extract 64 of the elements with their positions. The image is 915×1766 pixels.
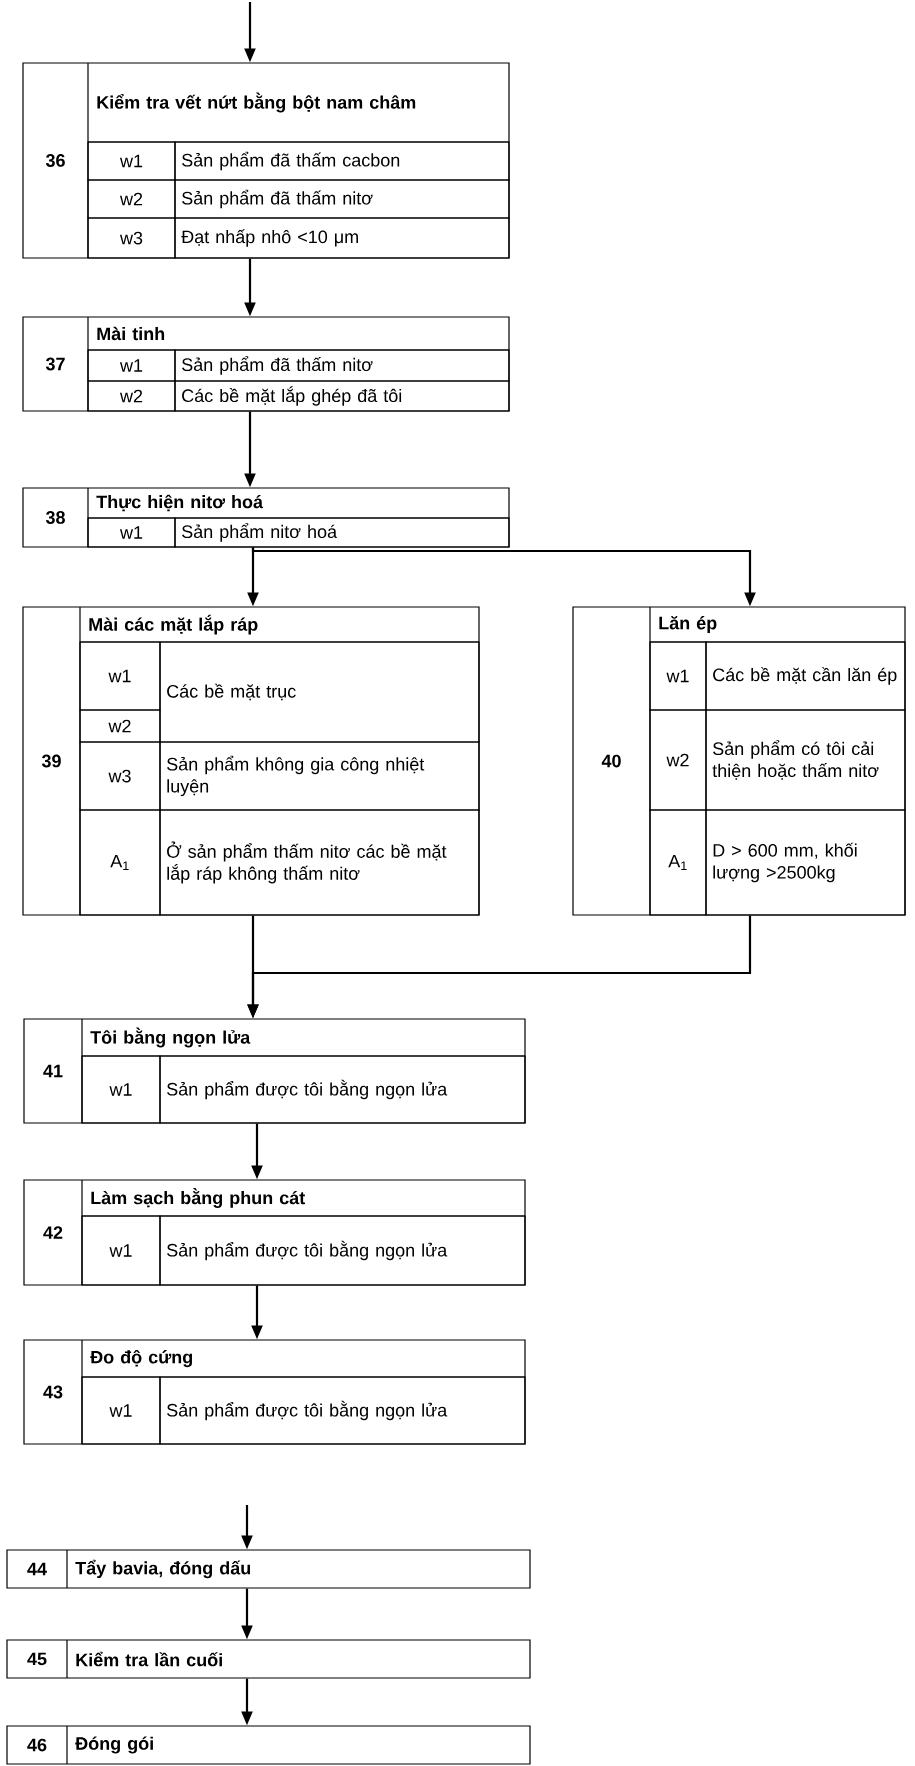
step-title: Đo độ cứng [90,1349,192,1368]
step-description: Sản phẩm có tôi cải thiện hoặc thấm nitơ [712,740,879,780]
step-title: Kiểm tra lần cuối [76,1651,222,1667]
process-table [23,1179,526,1286]
step-title: Thực hiện nitơ hoá [96,494,264,512]
step-title: Kiểm tra vết nứt bằng bột nam châm [97,92,416,113]
step-title: Làm sạch bằng phun cát [91,1188,305,1208]
step-number: 37 [45,357,65,371]
step-title: Tẩy bavia, đóng dấu [75,1559,251,1579]
step-number: 38 [45,511,65,524]
process-table [6,1549,531,1589]
process-table [6,1639,531,1679]
step-number: 41 [43,1064,63,1078]
step-code: w3 [108,769,131,783]
step-code: w1 [109,1404,132,1417]
step-code: w2 [119,389,143,403]
process-table [572,606,906,916]
step-title: Mài tinh [97,326,165,341]
step-code: w2 [119,192,143,206]
step-code: w2 [666,753,689,767]
step-title: Tôi bằng ngọn lửa [90,1027,251,1048]
step-code: w1 [119,359,143,372]
process-table [22,606,480,916]
step-description: Các bề mặt lắp ghép đã tôi [182,386,402,406]
step-code: A$_{1}$ [668,854,687,871]
step-number: 36 [45,154,65,167]
step-code: A$_{1}$ [110,854,129,871]
process-table [23,1018,526,1124]
step-number: 45 [27,1652,47,1666]
process-table [23,1339,526,1445]
process-table [22,487,510,548]
step-number: 39 [41,754,61,768]
step-title: Đóng gói [75,1736,153,1754]
step-description: Sản phẩm đã thấm nitơ [182,189,373,209]
step-title: Mài các mặt lắp ráp [89,614,258,635]
step-code: w1 [109,1083,132,1096]
step-code: w2 [108,719,131,733]
step-number: 40 [601,754,621,768]
step-description: Sản phẩm được tôi bằng ngọn lửa [167,1079,448,1100]
step-code: w1 [108,669,131,683]
step-description: Sản phẩm được tôi bằng ngọn lửa [167,1400,448,1421]
step-description: Các bề mặt cần lăn ép [713,667,897,685]
process-table [6,1725,531,1765]
step-code: w1 [119,526,143,539]
step-description: Sản phẩm được tôi bằng ngọn lửa [167,1240,448,1261]
step-description: Sản phẩm đã thấm cacbon [182,151,400,171]
step-description: Đạt nhấp nhô <10 μm [181,229,358,247]
process-table [22,62,510,259]
step-description: Sản phẩm nitơ hoá [182,523,338,542]
step-number: 43 [43,1385,63,1399]
step-description: Sản phẩm đã thấm nitơ [182,356,373,375]
step-description: Ở sản phẩm thấm nitơ các bề mặt lắp ráp không thấm nitơ [167,841,447,884]
step-number: 44 [27,1562,47,1576]
step-number: 42 [43,1226,63,1239]
step-code: w1 [119,154,143,168]
step-description: Các bề mặt trục [167,683,296,701]
step-code: w3 [119,231,143,245]
step-title: Lăn ép [659,616,717,633]
step-description: D > 600 mm, khối lượng >2500kg [713,842,857,883]
step-description: Sản phẩm không gia công nhiệt luyện [167,755,425,797]
step-number: 46 [27,1738,47,1752]
step-code: w1 [109,1244,132,1257]
process-table [22,316,510,412]
step-code: w1 [666,669,689,683]
